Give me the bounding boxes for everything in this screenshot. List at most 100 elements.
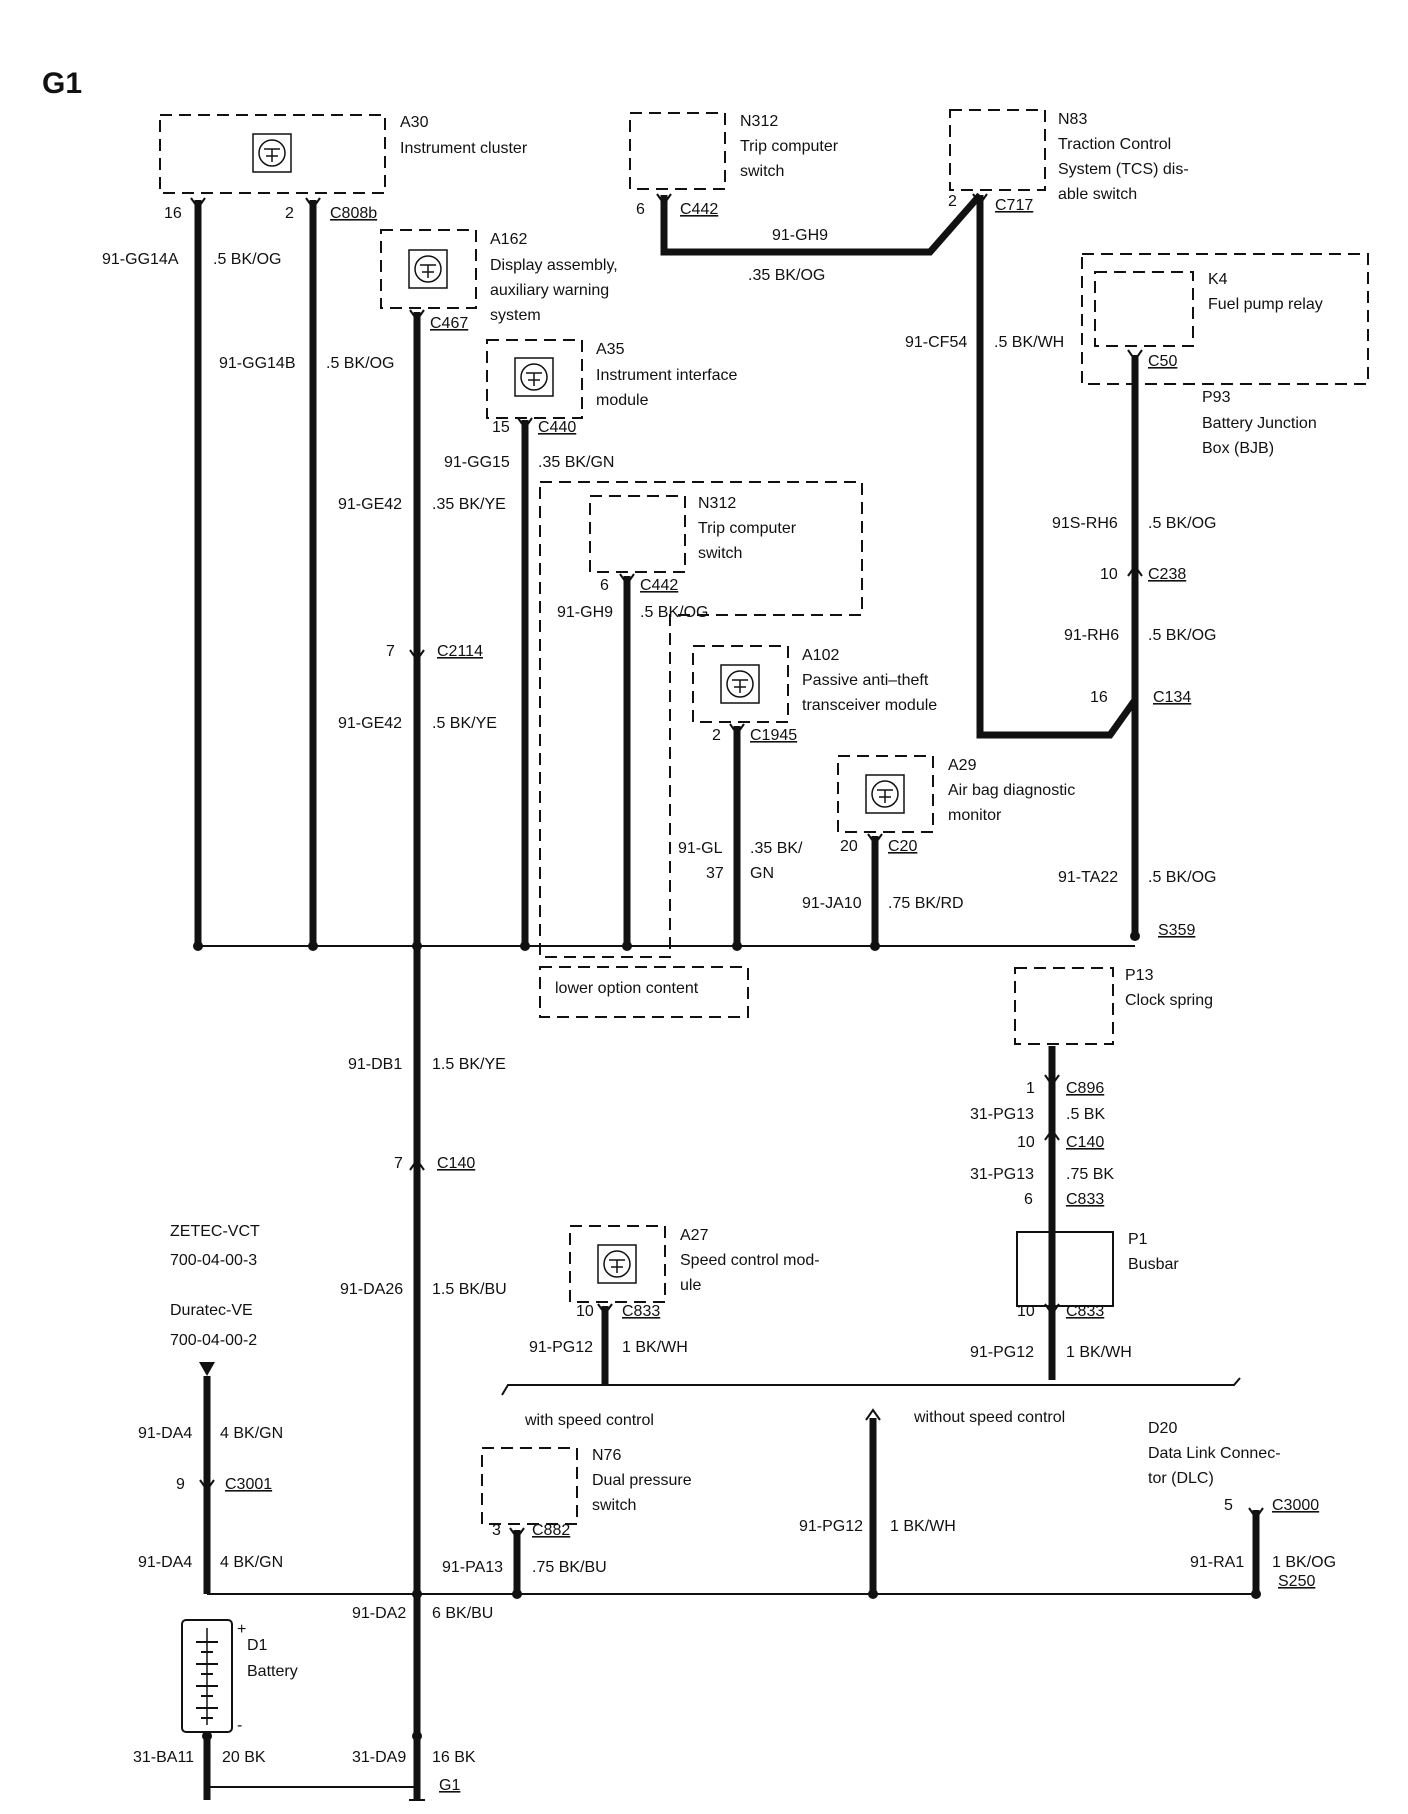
component-code: N312 <box>698 495 736 512</box>
wire-id: 91-PA13 <box>442 1559 503 1576</box>
component-name-line2: auxiliary warning <box>490 282 609 299</box>
component-code: A30 <box>400 114 429 131</box>
component-name: Instrument cluster <box>400 140 528 157</box>
bus-lines <box>198 945 1256 1788</box>
component-a102: A102 Passive anti–theft transceiver modu… <box>692 645 937 723</box>
connector-symbols <box>190 193 1264 1801</box>
wire-spec: 1.5 BK/BU <box>432 1281 507 1298</box>
connector-id: C140 <box>1066 1134 1104 1151</box>
wire-id: 91-GH9 <box>557 604 613 621</box>
engine-duratec: Duratec-VE <box>170 1302 253 1319</box>
component-code: D1 <box>247 1637 268 1654</box>
electronic-module-icon <box>865 774 905 814</box>
pin-number: 2 <box>285 205 294 222</box>
connector-id: C238 <box>1148 566 1186 583</box>
pin-number: 1 <box>1026 1080 1035 1097</box>
component-name-line2: switch <box>698 545 742 562</box>
pin-number: 7 <box>386 643 395 660</box>
electronic-module-icon <box>597 1244 637 1284</box>
component-name-line2: monitor <box>948 807 1002 824</box>
wire-spec: .5 BK/OG <box>640 604 708 621</box>
component-name-line1: Speed control mod- <box>680 1252 820 1269</box>
connector-id: C440 <box>538 419 576 436</box>
speed-control-notes: with speed control without speed control <box>524 1409 1065 1429</box>
connector-id: C833 <box>1066 1191 1104 1208</box>
pin-number: 16 <box>1090 689 1108 706</box>
wire-spec: .5 BK <box>1066 1106 1105 1123</box>
wire-spec: .5 BK/OG <box>326 355 394 372</box>
pin-number: 16 <box>164 205 182 222</box>
wire-spec: .35 BK/GN <box>538 454 614 471</box>
option-note-text: lower option content <box>555 980 699 997</box>
option-bracket <box>501 1377 1241 1396</box>
component-name: Busbar <box>1128 1256 1179 1273</box>
component-n76: N76 Dual pressure switch <box>481 1447 692 1525</box>
wire-id: 91-DB1 <box>348 1056 402 1073</box>
component-name-line1: Trip computer <box>698 520 797 537</box>
connector-id: C467 <box>430 315 468 332</box>
wire-cf54 <box>976 195 1138 739</box>
component-name-line1: Data Link Connec- <box>1148 1445 1281 1462</box>
wire-spec: 1 BK/WH <box>890 1518 956 1535</box>
component-name-line2: ule <box>680 1277 701 1294</box>
pin-number: 2 <box>712 727 721 744</box>
wire-spec: .35 BK/YE <box>432 496 506 513</box>
component-name-line1: Instrument interface <box>596 367 738 384</box>
component-name-line1: Display assembly, <box>490 257 618 274</box>
wire-id: 91-TA22 <box>1058 869 1118 886</box>
pin-number: 2 <box>948 193 957 210</box>
wire-id: 91-GH9 <box>772 227 828 244</box>
component-name-line2: module <box>596 392 649 409</box>
wire-spec: .5 BK/OG <box>1148 515 1216 532</box>
pin-number: 6 <box>1024 1191 1033 1208</box>
component-name: Clock spring <box>1125 992 1213 1009</box>
wire-spec: .75 BK/RD <box>888 895 964 912</box>
component-code: D20 <box>1148 1420 1177 1437</box>
component-d20: D20 Data Link Connec- tor (DLC) <box>1148 1420 1281 1487</box>
wire-spec: 1.5 BK/YE <box>432 1056 506 1073</box>
battery-positive-label: + <box>237 1621 246 1638</box>
pin-number: 20 <box>840 838 858 855</box>
wire-spec-line1: .35 BK/ <box>750 840 803 857</box>
pin-number: 10 <box>1017 1134 1035 1151</box>
electronic-module-icon <box>252 133 292 173</box>
wire-spec: .35 BK/OG <box>748 267 825 284</box>
wire-id: 91-RA1 <box>1190 1554 1244 1571</box>
pin-number: 10 <box>1017 1303 1035 1320</box>
splice-id: S250 <box>1278 1573 1315 1590</box>
wire-id: 91-DA2 <box>352 1605 406 1622</box>
component-name-line1: Dual pressure <box>592 1472 692 1489</box>
wire-id: 91-PG12 <box>799 1518 863 1535</box>
component-d1-battery: + - D1 Battery <box>181 1619 298 1734</box>
connector-labels: 16 2 C808b 6 C442 2 C717 C467 C50 15 C44… <box>164 193 1319 1794</box>
connector-id: C717 <box>995 197 1033 214</box>
wire-spec: 1 BK/WH <box>1066 1344 1132 1361</box>
wire-id: 91-PG12 <box>529 1339 593 1356</box>
page-id: G1 <box>42 67 82 100</box>
wire-id: 91-GE42 <box>338 496 402 513</box>
component-name-line3: able switch <box>1058 186 1137 203</box>
component-code: N83 <box>1058 111 1087 128</box>
pin-number: 9 <box>176 1476 185 1493</box>
wire-id: 91S-RH6 <box>1052 515 1118 532</box>
battery-negative-label: - <box>237 1717 242 1734</box>
splice-dots <box>193 931 1261 1741</box>
connector-id: C134 <box>1153 689 1191 706</box>
wire-spec: .5 BK/OG <box>213 251 281 268</box>
splice-id: S359 <box>1158 922 1195 939</box>
connector-id: C140 <box>437 1155 475 1172</box>
connector-id: C442 <box>640 577 678 594</box>
component-a162: A162 Display assembly, auxiliary warning… <box>380 229 618 324</box>
component-code: P1 <box>1128 1231 1148 1248</box>
pin-number: 6 <box>636 201 645 218</box>
wire-id: 31-PG13 <box>970 1106 1034 1123</box>
component-name-line2: System (TCS) dis- <box>1058 161 1189 178</box>
wire-labels: 91-GG14A .5 BK/OG 91-GG14B .5 BK/OG 91-G… <box>102 227 1336 1766</box>
without-speed-control-label: without speed control <box>913 1409 1065 1426</box>
component-name: Battery <box>247 1663 298 1680</box>
pin-number: 7 <box>394 1155 403 1172</box>
wire-id: 91-PG12 <box>970 1344 1034 1361</box>
component-name-line2: transceiver module <box>802 697 937 714</box>
component-name-line1: Trip computer <box>740 138 839 155</box>
